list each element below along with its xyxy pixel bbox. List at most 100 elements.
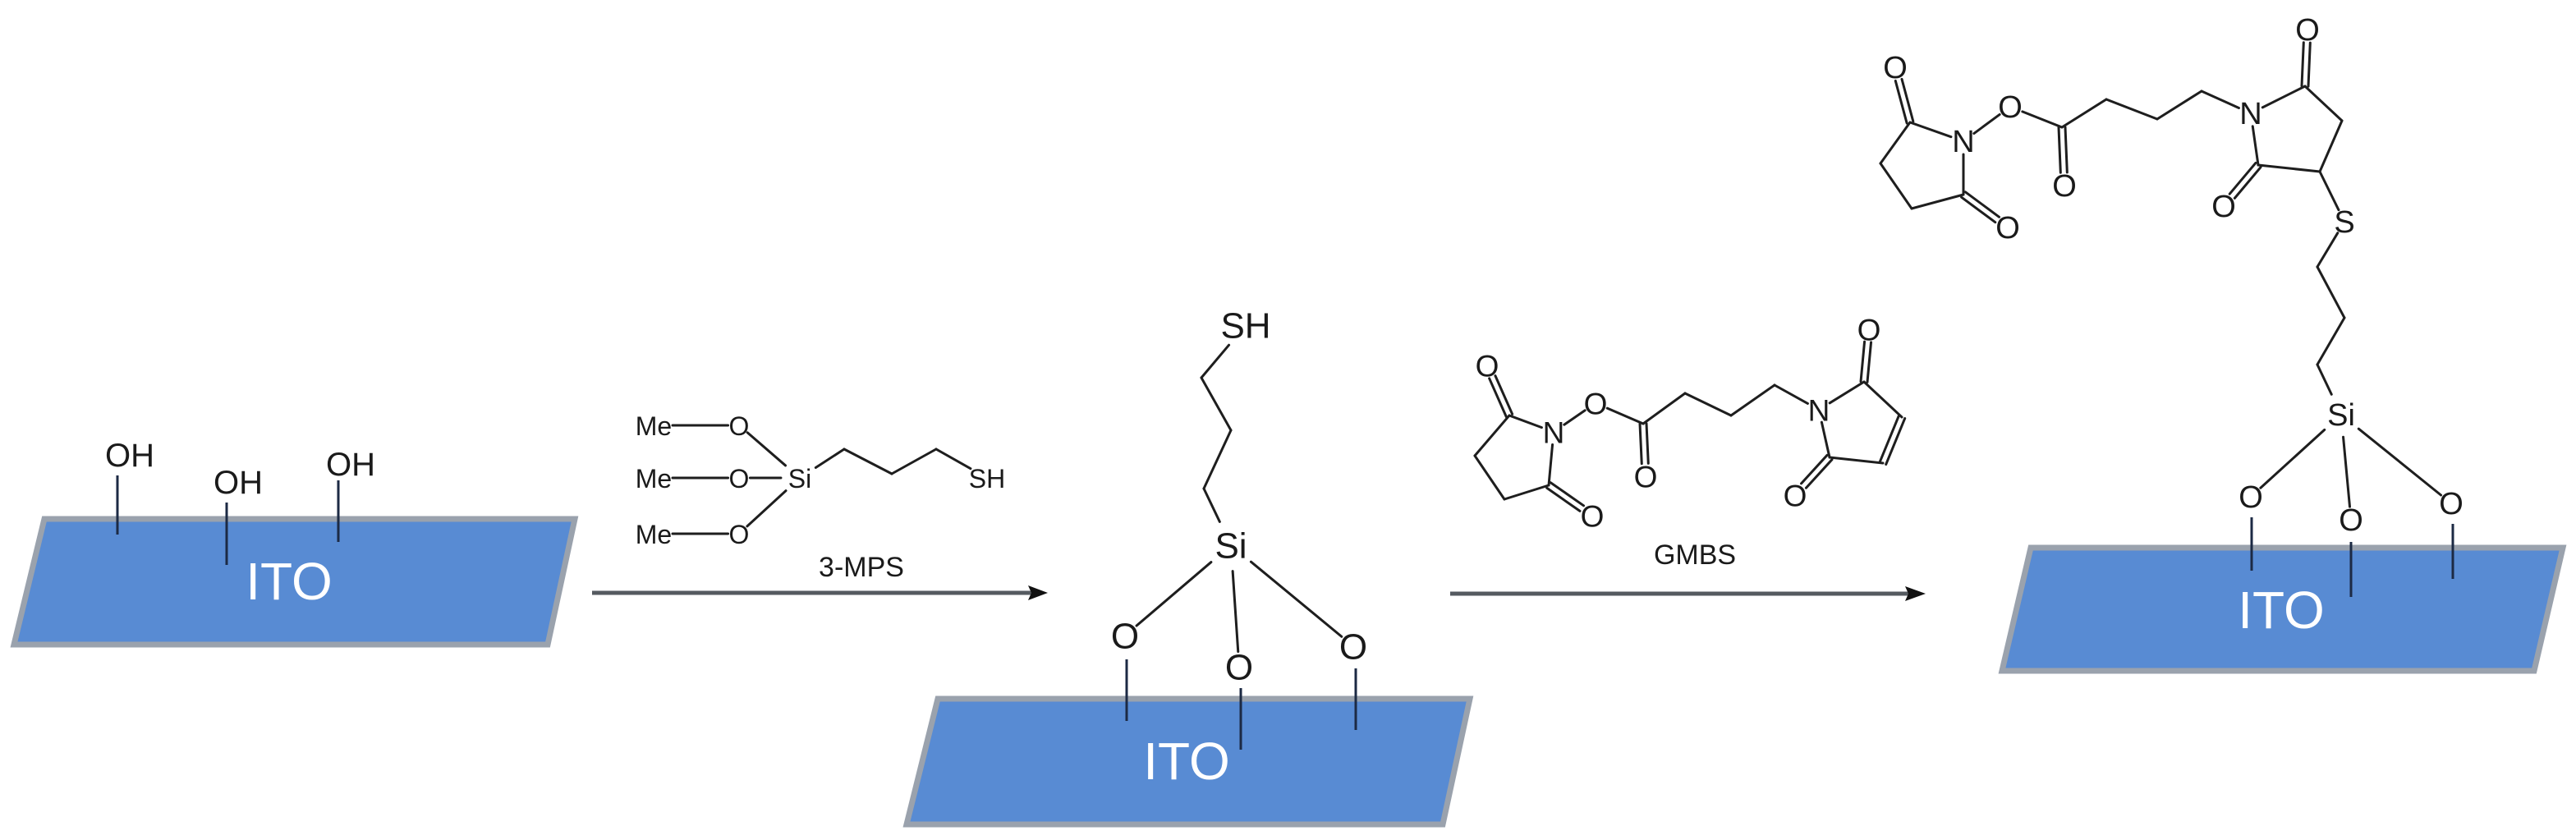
double-bond — [1638, 422, 1643, 466]
intermediate-anchors — [1125, 659, 1357, 750]
atom-label: Si — [1215, 526, 1247, 567]
double-bond — [1545, 486, 1582, 512]
double-bond — [1900, 77, 1915, 123]
atom-label: O — [729, 520, 750, 549]
single-bond — [746, 489, 787, 528]
hydroxyl-label: OH — [105, 438, 154, 474]
single-bond — [2021, 110, 2064, 129]
single-bond — [2200, 90, 2240, 109]
single-bond — [1879, 121, 1912, 165]
single-bond — [2318, 119, 2344, 173]
atom-label: Me — [636, 520, 672, 549]
single-bond — [1249, 560, 1343, 638]
atom-label: N — [2239, 97, 2261, 131]
single-bond — [2318, 170, 2340, 212]
atom-label: O — [1225, 648, 1253, 688]
double-bond — [1878, 414, 1900, 463]
arrow-step-2: GMBS — [1450, 539, 1926, 601]
single-bond — [1828, 456, 1885, 465]
single-bond — [890, 448, 938, 475]
atom-label: N — [1808, 394, 1830, 428]
single-bond — [1828, 380, 1866, 405]
single-bond — [2156, 90, 2203, 121]
double-bond — [2300, 41, 2305, 88]
atom-label: O — [1111, 617, 1139, 657]
single-bond — [1910, 193, 1965, 210]
single-bond — [1200, 376, 1233, 432]
single-bond — [2259, 428, 2326, 489]
double-bond — [1960, 195, 1997, 224]
double-bond — [1963, 190, 2001, 218]
single-bond — [1473, 414, 1511, 457]
double-bond — [2228, 161, 2257, 195]
atom-label: O — [1998, 90, 2023, 125]
arrow-head-icon — [1028, 585, 1048, 600]
single-bond — [2303, 85, 2344, 122]
double-bond — [1645, 422, 1650, 465]
atom-label: O — [1476, 350, 1499, 383]
atom-label: O — [1784, 480, 1807, 513]
double-bond — [1894, 79, 1908, 125]
single-bond — [2251, 125, 2260, 167]
atom-label: O — [729, 464, 750, 493]
atom-label: O — [2339, 503, 2363, 538]
atom-label: Si — [788, 464, 811, 493]
single-bond — [2257, 163, 2321, 173]
single-bond — [1908, 121, 1953, 139]
single-bond — [1202, 487, 1221, 523]
single-bond — [2316, 232, 2340, 269]
ito-label: ITO — [1143, 732, 1230, 791]
single-bond — [2261, 85, 2307, 109]
atom-label: N — [1543, 416, 1565, 450]
arrow-head-icon — [1905, 586, 1926, 601]
single-bond — [843, 448, 893, 475]
double-bond — [1866, 341, 1873, 383]
atom-label: O — [2211, 190, 2236, 224]
single-bond — [1729, 383, 1776, 417]
atom-label: O — [2295, 13, 2320, 48]
single-bond — [1773, 383, 1809, 405]
surface-hydroxyls: OH OH OH — [105, 438, 375, 565]
reagent-label-3mps: 3-MPS — [819, 552, 904, 583]
atom-label: O — [1883, 51, 1908, 85]
single-bond — [1862, 380, 1903, 419]
double-bond — [1800, 453, 1829, 485]
atom-label: O — [1857, 314, 1881, 347]
single-bond — [1473, 454, 1506, 501]
single-bond — [1642, 392, 1687, 425]
ito-label: ITO — [2238, 581, 2325, 640]
reagent-label-gmbs: GMBS — [1654, 539, 1736, 571]
atom-label: O — [1339, 627, 1367, 668]
atom-label: O — [1995, 211, 2020, 246]
double-bond — [2064, 126, 2069, 174]
ito-label: ITO — [246, 552, 333, 611]
single-bond — [814, 448, 846, 469]
double-bond — [1549, 481, 1586, 507]
single-bond — [2060, 98, 2108, 129]
single-bond — [1879, 162, 1913, 210]
ito-slab — [10, 516, 579, 648]
atom-label: O — [1584, 388, 1608, 421]
single-bond — [2357, 427, 2443, 497]
single-bond — [1231, 570, 1240, 654]
single-bond — [1605, 406, 1645, 425]
atom-label: O — [729, 411, 750, 441]
double-bond — [1859, 340, 1867, 383]
single-bond — [1508, 414, 1543, 429]
ito-slab — [1998, 544, 2567, 674]
arrow-step-1: 3-MPS — [592, 552, 1048, 600]
single-bond — [1683, 392, 1733, 417]
single-bond — [2316, 265, 2346, 319]
atom-label: SH — [1220, 306, 1270, 347]
atom-label: O — [1581, 500, 1605, 534]
single-bond — [1972, 112, 2001, 135]
intermediate-mercaptopropylsilane: SH SiO O O — [1111, 306, 1367, 688]
ito-slab — [902, 695, 1474, 828]
single-bond — [1503, 484, 1550, 501]
single-bond — [1820, 420, 1831, 459]
